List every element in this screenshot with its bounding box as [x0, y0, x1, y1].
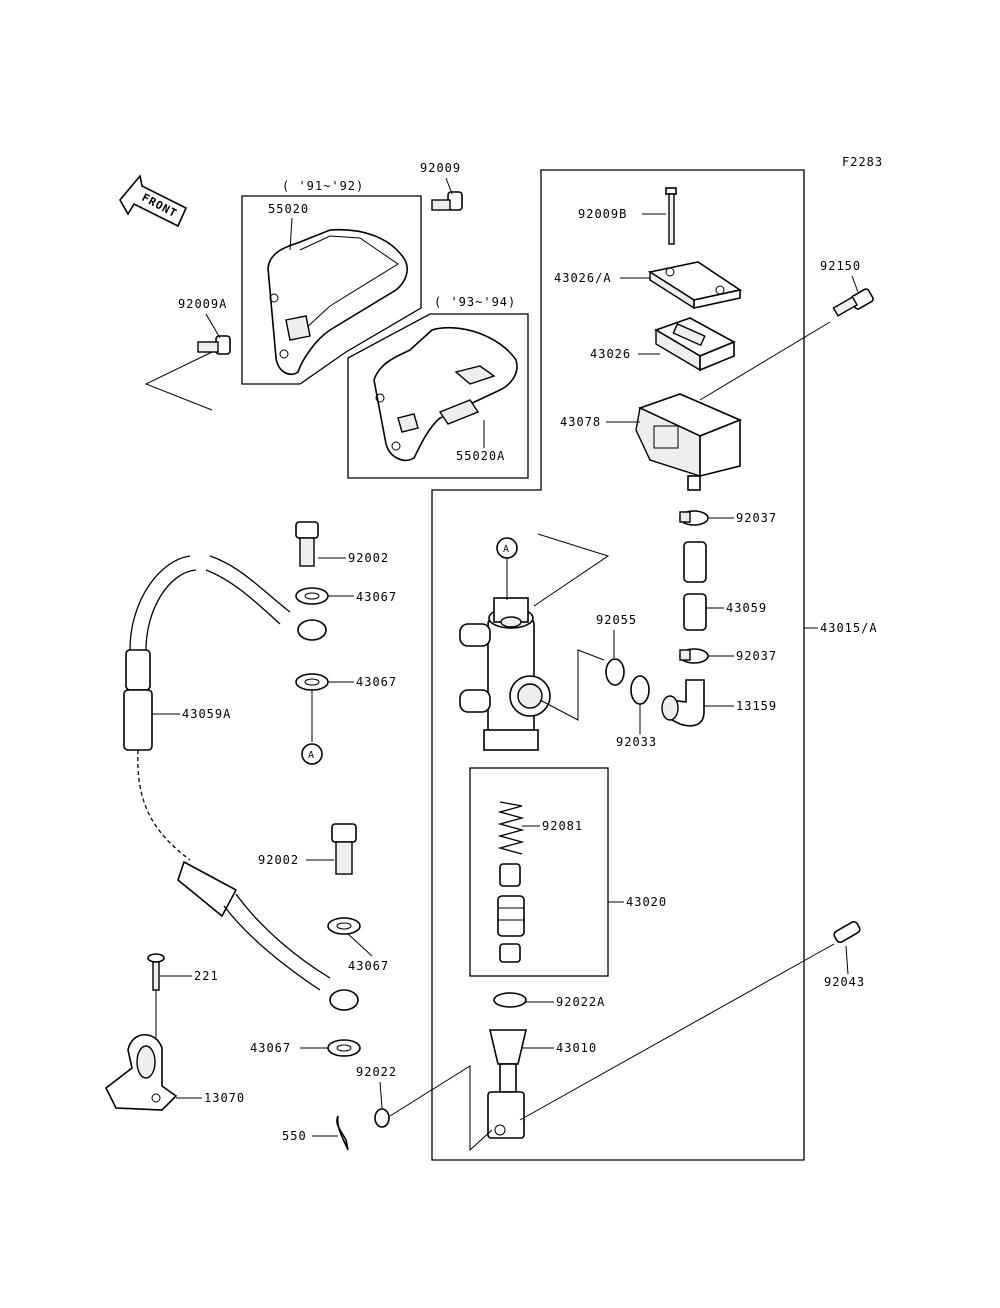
washer-43067-d [327, 1039, 361, 1057]
washer-43067-c [327, 917, 361, 935]
clip-92022 [374, 1108, 390, 1128]
bolt-92009 [431, 191, 463, 211]
label-43067-d: 43067 [250, 1041, 291, 1055]
label-43067-a: 43067 [356, 590, 397, 604]
piston-kit-box-43020 [469, 767, 609, 977]
hose-43059 [683, 541, 707, 631]
figure-code: F2283 [842, 155, 883, 169]
label-92043: 92043 [824, 975, 865, 989]
front-arrow-icon: FRONT [119, 174, 188, 228]
bracket-55020 [267, 228, 408, 376]
screw-221 [147, 953, 165, 991]
label-43059A: 43059A [182, 707, 231, 721]
label-92037-upper: 92037 [736, 511, 777, 525]
label-55020A: 55020A [456, 449, 505, 463]
label-92002-upper: 92002 [348, 551, 389, 565]
master-cylinder-body [459, 597, 551, 751]
label-43059: 43059 [726, 601, 767, 615]
label-43026A: 43026/A [554, 271, 612, 285]
label-92002-lower: 92002 [258, 853, 299, 867]
spring-92081 [497, 801, 525, 855]
cotter-pin-550 [336, 1115, 349, 1151]
reservoir-43078 [635, 393, 743, 491]
label-43026: 43026 [590, 347, 631, 361]
cap-43026A [647, 261, 743, 310]
year-label-93-94: ( '93~'94) [434, 295, 516, 309]
callout-A-left [301, 743, 323, 765]
year-label-91-92: ( '91~'92) [282, 179, 364, 193]
label-43015A: 43015/A [820, 621, 878, 635]
banjo-bolt-92002-upper [295, 521, 319, 567]
label-13070: 13070 [204, 1091, 245, 1105]
pin-92043 [833, 920, 861, 944]
label-43078: 43078 [560, 415, 601, 429]
snap-ring-92022A [493, 992, 527, 1008]
fitting-13159 [661, 679, 705, 727]
brake-hose-43059A [123, 555, 359, 1011]
washer-43067-a [295, 587, 329, 605]
label-92037-lower: 92037 [736, 649, 777, 663]
assembly-box-43015A [431, 169, 805, 1161]
label-43067-b: 43067 [356, 675, 397, 689]
label-92033: 92033 [616, 735, 657, 749]
bracket-55020A [373, 326, 518, 462]
bolt-92009A [197, 335, 231, 355]
label-55020: 55020 [268, 202, 309, 216]
label-92009B: 92009B [578, 207, 627, 221]
diaphragm-43026 [654, 317, 736, 372]
screw-92009B [665, 187, 677, 245]
label-92009A: 92009A [178, 297, 227, 311]
label-13159: 13159 [736, 699, 777, 713]
bracket-box-91-92 [241, 195, 422, 385]
label-221: 221 [194, 969, 219, 983]
label-92009: 92009 [420, 161, 461, 175]
label-92081: 92081 [542, 819, 583, 833]
label-92022A: 92022A [556, 995, 605, 1009]
callout-A-left-label: A [308, 750, 315, 761]
bolt-92150 [832, 288, 874, 317]
banjo-bolt-92002-lower [331, 823, 357, 875]
clamp-92037-lower [679, 648, 709, 664]
push-rod-43010 [487, 1029, 528, 1139]
label-92150: 92150 [820, 259, 861, 273]
callout-A-top-label: A [503, 544, 510, 555]
bracket-box-93-94 [347, 313, 529, 479]
washer-43067-b [295, 673, 329, 691]
holder-13070 [104, 1033, 178, 1111]
label-43010: 43010 [556, 1041, 597, 1055]
label-92055: 92055 [596, 613, 637, 627]
snap-ring-92033 [630, 675, 650, 705]
label-43020: 43020 [626, 895, 667, 909]
piston-parts [497, 863, 525, 963]
o-ring-92055 [605, 658, 625, 686]
label-92022: 92022 [356, 1065, 397, 1079]
clamp-92037-upper [679, 510, 709, 526]
label-550: 550 [282, 1129, 307, 1143]
label-43067-c: 43067 [348, 959, 389, 973]
